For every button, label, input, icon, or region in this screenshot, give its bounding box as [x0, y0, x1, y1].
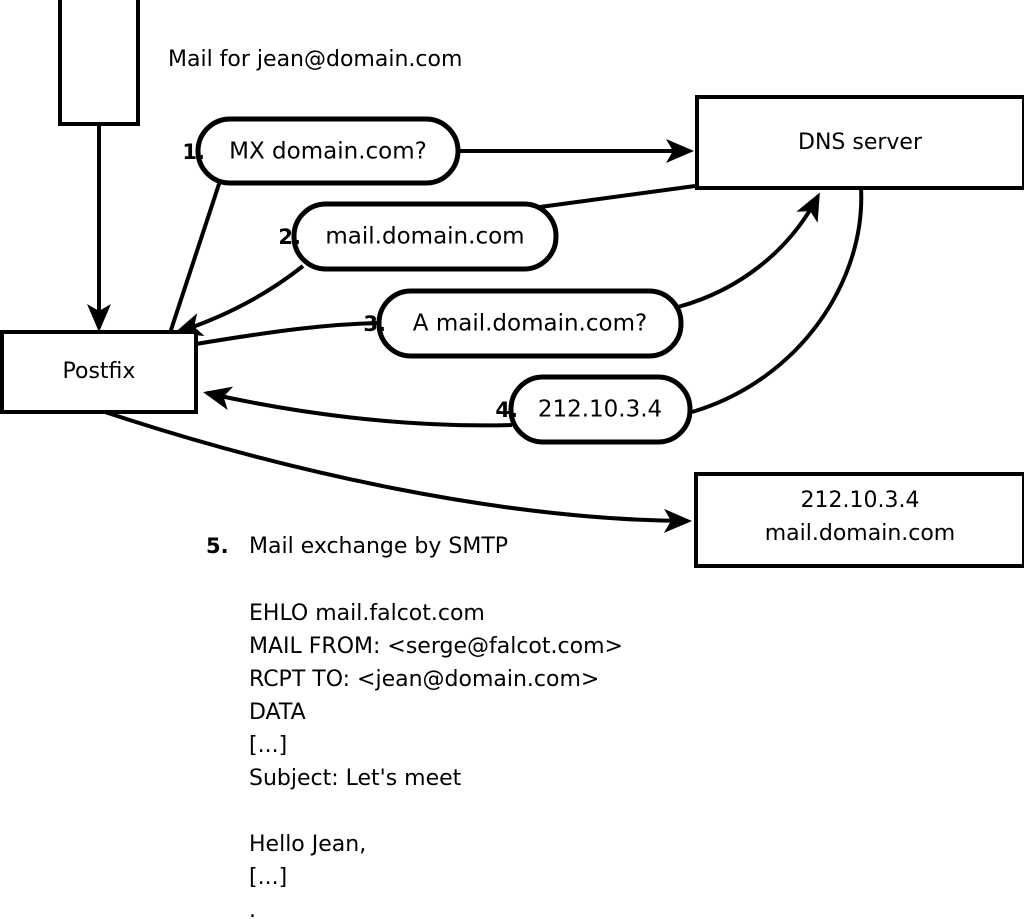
link-step2-dns-to-bubble2: [539, 184, 696, 209]
transcript-line-7: Hello Jean,: [249, 832, 366, 857]
step-5-label: Mail exchange by SMTP: [249, 534, 508, 559]
bubble-step-1-label: MX domain.com?: [229, 139, 427, 165]
step-number-2: 2.: [278, 225, 301, 249]
step-number-5: 5.: [206, 534, 229, 558]
link-step1-postfix-to-bubble1: [168, 180, 222, 334]
node-client-box[interactable]: [58, 0, 140, 126]
link-step3-bubble3-to-dns: [677, 192, 820, 309]
transcript-line-0: EHLO mail.falcot.com: [249, 601, 485, 626]
node-postfix-box[interactable]: [0, 330, 198, 414]
link-step5-postfix-to-remote: [104, 410, 692, 533]
link-step4-bubble4-to-postfix: [203, 386, 513, 428]
link-step2-bubble2-to-postfix: [174, 264, 305, 337]
transcript-line-1: MAIL FROM: <serge@falcot.com>: [249, 634, 623, 659]
step-number-4: 4.: [495, 398, 518, 422]
node-dns-server-label: DNS server: [798, 130, 923, 155]
node-remote-mail-box[interactable]: [694, 472, 1024, 568]
node-remote-mail-ip: 212.10.3.4: [801, 488, 920, 513]
node-postfix-label: Postfix: [63, 359, 136, 384]
bubble-step-4[interactable]: [508, 374, 693, 445]
transcript-line-9: .: [249, 898, 256, 919]
transcript-line-8: [...]: [249, 865, 287, 890]
step-number-1: 1.: [182, 140, 205, 164]
transcript-line-5: Subject: Let's meet: [249, 766, 462, 791]
bubble-step-4-label: 212.10.3.4: [538, 397, 662, 423]
bubble-step-1[interactable]: [195, 116, 461, 186]
transcript-line-2: RCPT TO: <jean@domain.com>: [249, 667, 599, 692]
bubble-step-2[interactable]: [291, 201, 559, 272]
transcript-line-3: DATA: [249, 700, 306, 725]
page-title-caption: Mail for jean@domain.com: [168, 47, 462, 72]
step-number-3: 3.: [363, 312, 386, 336]
bubble-step-3[interactable]: [376, 288, 684, 359]
transcript-line-4: [...]: [249, 733, 287, 758]
node-dns-server-box[interactable]: [695, 95, 1024, 190]
node-remote-mail-host: mail.domain.com: [765, 521, 956, 546]
link-step4-dns-to-bubble4: [691, 187, 864, 414]
bubble-step-2-label: mail.domain.com: [325, 224, 524, 250]
link-step3-postfix-to-bubble3: [195, 321, 381, 346]
bubble-step-3-label: A mail.domain.com?: [413, 311, 647, 337]
